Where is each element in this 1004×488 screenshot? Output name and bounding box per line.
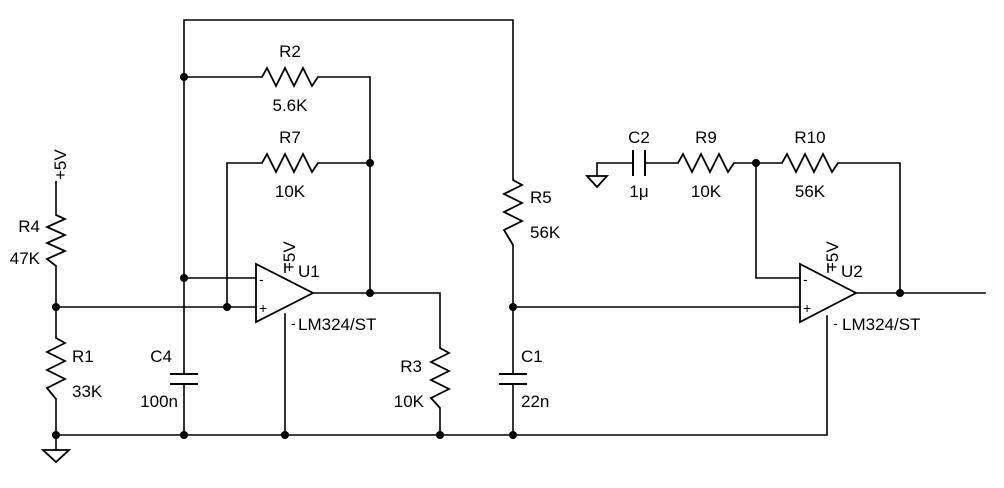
label-r9-ref: R9 <box>695 128 717 147</box>
label-r9-value: 10K <box>691 182 722 201</box>
junction-dot <box>366 159 374 167</box>
junction-dot <box>509 431 517 439</box>
junction-dot <box>896 289 904 297</box>
junction-dot <box>52 431 60 439</box>
resistor-r7 <box>261 151 319 175</box>
label-r4-value: 47K <box>10 249 41 268</box>
junction-dot <box>366 289 374 297</box>
label-c2-ref: C2 <box>628 128 650 147</box>
capacitor-c1 <box>499 373 527 385</box>
junction-dot <box>509 303 517 311</box>
junction-dot <box>281 431 289 439</box>
junction-dot <box>180 431 188 439</box>
capacitor-c2 <box>632 150 646 176</box>
label-r2-value: 5.6K <box>273 96 309 115</box>
resistor-r2 <box>261 65 319 89</box>
junction-dot <box>223 303 231 311</box>
label-c1-ref: C1 <box>521 347 543 366</box>
label-r3-value: 10K <box>394 392 425 411</box>
junction-dot <box>52 303 60 311</box>
wire-r10-out <box>837 162 901 294</box>
wire-ground-rail <box>55 315 828 436</box>
junction-dot <box>436 431 444 439</box>
opamp-u2-inv-sign: - <box>803 271 808 287</box>
opamp-u2-ref: U2 <box>841 262 863 281</box>
label-c4-value: 100n <box>140 392 178 411</box>
opamp-u1-ref: U1 <box>298 262 320 281</box>
power-symbols: +5V <box>40 149 610 464</box>
junction-dot <box>752 159 760 167</box>
label-r3-ref: R3 <box>400 357 422 376</box>
opamp-u2-supply-label: +5V <box>823 241 842 272</box>
opamp-u1: - + - +5V U1 LM324/ST <box>255 241 376 334</box>
ground-symbol-c2 <box>584 175 610 189</box>
opamp-u2-part: LM324/ST <box>842 315 920 334</box>
resistor-r9 <box>677 151 735 175</box>
opamp-u2-vneg-sign: - <box>833 315 838 331</box>
resistor-r1 <box>44 337 68 400</box>
label-r1-value: 33K <box>72 382 103 401</box>
wire-gnd2-c2 <box>596 162 634 177</box>
label-c4-ref: C4 <box>150 347 172 366</box>
wire-u2-inv <box>755 162 801 279</box>
label-r7-ref: R7 <box>279 128 301 147</box>
capacitor-c4 <box>170 373 198 385</box>
wires <box>55 19 986 451</box>
junction-dot <box>180 73 188 81</box>
vcc-label: +5V <box>51 149 70 180</box>
opamp-u1-inv-sign: - <box>259 271 264 287</box>
label-c1-value: 22n <box>521 392 549 411</box>
component-labels: R2 5.6K R7 10K R4 47K R1 33K C4 100n R3 … <box>10 42 826 411</box>
label-r5-ref: R5 <box>530 188 552 207</box>
label-r4-ref: R4 <box>18 217 40 236</box>
label-r2-ref: R2 <box>279 42 301 61</box>
opamp-u1-body <box>255 262 315 324</box>
ground-symbol-main <box>40 449 72 464</box>
wire-r7-left <box>226 162 263 308</box>
label-r10-value: 56K <box>795 182 826 201</box>
opamp-u2-body <box>799 262 858 324</box>
resistors <box>44 65 839 409</box>
wire-u1-out <box>312 292 441 349</box>
opamp-u1-part: LM324/ST <box>298 315 376 334</box>
junction-dots <box>52 73 904 439</box>
label-r7-value: 10K <box>275 182 306 201</box>
wire-top-loop <box>183 19 514 279</box>
capacitors <box>170 150 646 385</box>
opamp-u2-noninv-sign: + <box>803 300 811 316</box>
junction-dot <box>180 274 188 282</box>
opamp-u2: - + - +5V U2 LM324/ST <box>799 241 920 334</box>
wire-r2-right <box>317 76 371 294</box>
label-r10-ref: R10 <box>794 128 825 147</box>
opamp-u1-supply-label: +5V <box>280 241 299 272</box>
label-r1-ref: R1 <box>72 347 94 366</box>
resistor-r4 <box>44 214 68 267</box>
opamp-u1-vneg-sign: - <box>291 315 296 331</box>
label-r5-value: 56K <box>530 223 561 242</box>
resistor-r10 <box>781 151 839 175</box>
resistor-r3 <box>428 347 452 409</box>
opamp-u1-noninv-sign: + <box>259 300 267 316</box>
label-c2-value: 1μ <box>629 182 648 201</box>
resistor-r5 <box>501 179 525 246</box>
